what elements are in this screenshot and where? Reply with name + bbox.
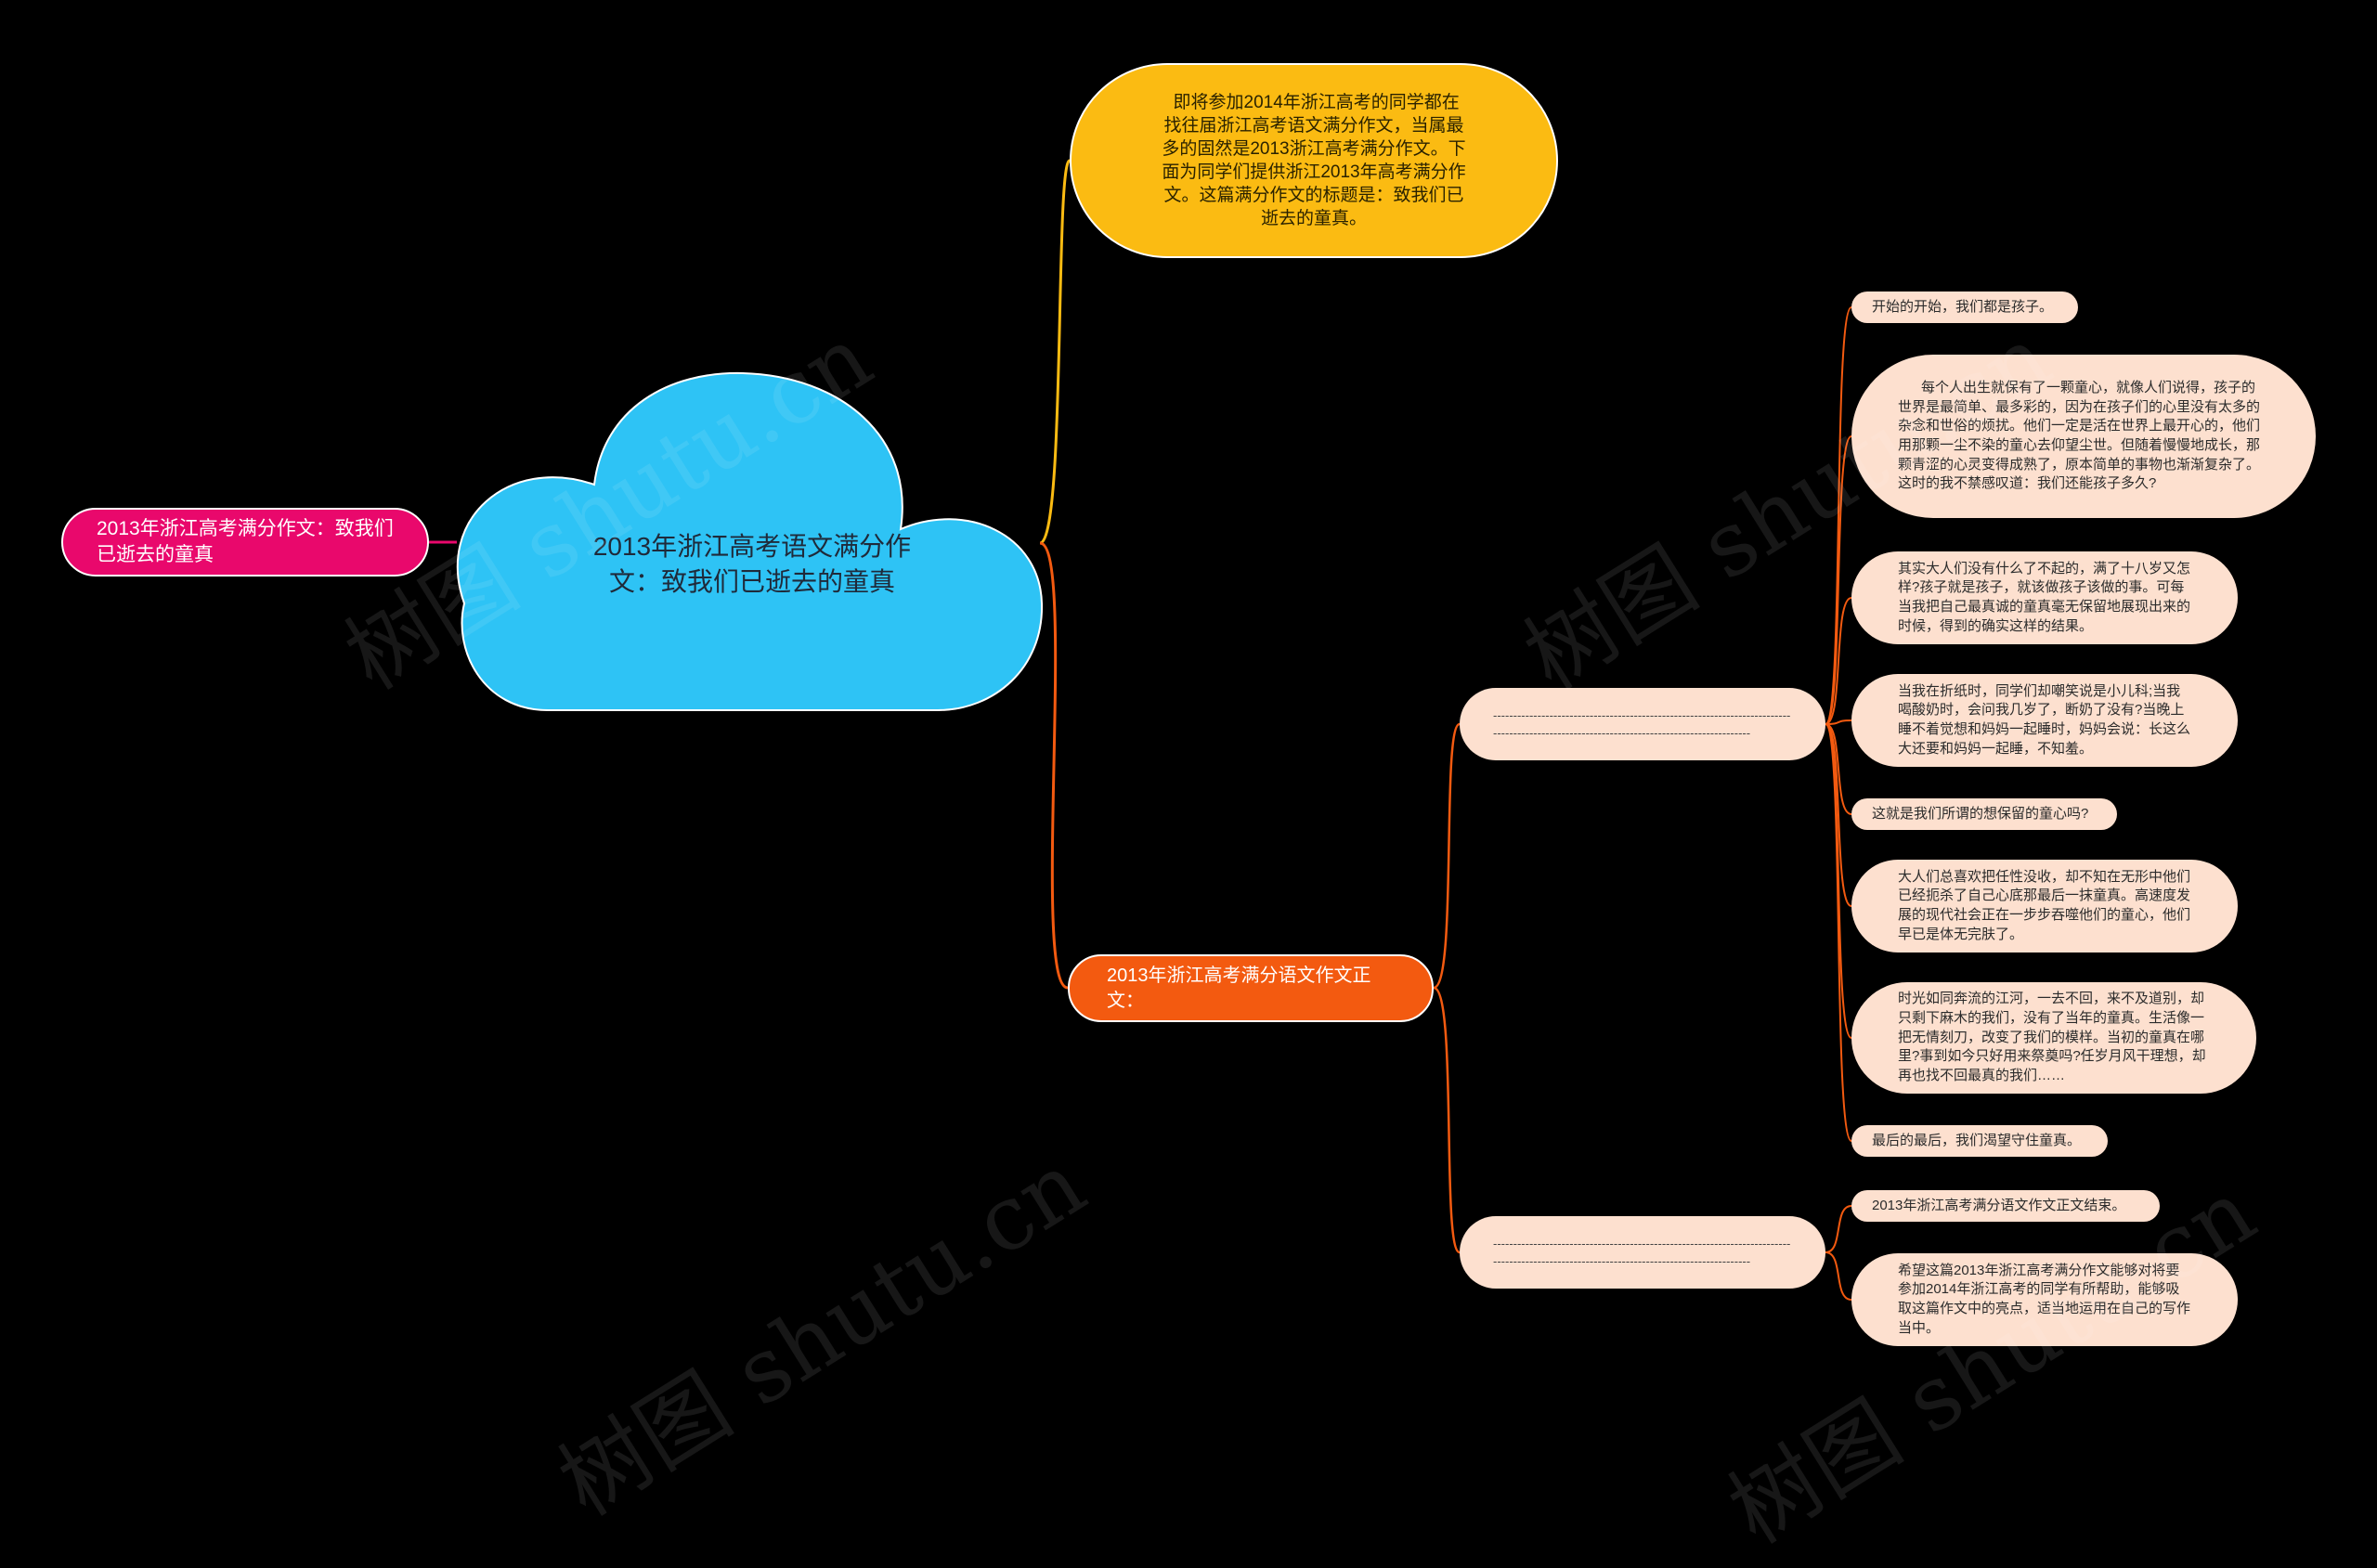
- left-topic-node[interactable]: 2013年浙江高考满分作文：致我们已逝去的童真: [61, 508, 429, 577]
- leaf-connector: [1825, 1251, 1852, 1301]
- intro-node[interactable]: 即将参加2014年浙江高考的同学都在找往届浙江高考语文满分作文，当属最多的固然是…: [1070, 63, 1558, 258]
- leaf-1-6[interactable]: 大人们总喜欢把任性没收，却不知在无形中他们已经扼杀了自己心底那最后一抹童真。高速…: [1851, 860, 2238, 952]
- dash-subtopic-2[interactable]: ----------------------------------------…: [1460, 1216, 1825, 1289]
- edge-root-intro: [1039, 159, 1072, 545]
- dash-subtopic-1[interactable]: ----------------------------------------…: [1460, 688, 1825, 760]
- leaf-1-8[interactable]: 最后的最后，我们渴望守住童真。: [1851, 1125, 2108, 1157]
- leaf-1-2[interactable]: 每个人出生就保有了一颗童心，就像人们说得，孩子的世界是最简单、最多彩的，因为在孩…: [1851, 355, 2316, 518]
- leaf-2-1[interactable]: 2013年浙江高考满分语文作文正文结束。: [1851, 1190, 2160, 1222]
- leaf-1-5[interactable]: 这就是我们所谓的想保留的童心吗?: [1851, 798, 2117, 830]
- leaf-1-4[interactable]: 当我在折纸时，同学们却嘲笑说是小儿科;当我喝酸奶时，会问我几岁了，断奶了没有?当…: [1851, 674, 2238, 767]
- leaf-connector: [1825, 723, 1852, 1142]
- leaf-connector: [1825, 719, 1852, 725]
- edge-main-dash2: [1433, 986, 1461, 1254]
- leaf-connector: [1825, 597, 1852, 725]
- leaf-1-1[interactable]: 开始的开始，我们都是孩子。: [1851, 292, 2078, 323]
- edge-main-dash1: [1433, 722, 1461, 990]
- connector-lines: [429, 159, 1852, 1301]
- leaf-2-2[interactable]: 希望这篇2013年浙江高考满分作文能够对将要参加2014年浙江高考的同学有所帮助…: [1851, 1253, 2238, 1346]
- leaf-connector: [1825, 306, 1852, 725]
- leaf-connector: [1825, 1205, 1852, 1253]
- root-topic[interactable]: 2013年浙江高考语文满分作文：致我们已逝去的童真: [592, 532, 912, 596]
- leaf-connector: [1825, 723, 1852, 815]
- leaf-1-7[interactable]: 时光如同奔流的江河，一去不回，来不及道别，却只剩下麻木的我们，没有了当年的童真。…: [1851, 982, 2256, 1094]
- edge-root-main: [1039, 541, 1069, 990]
- leaf-connector: [1825, 435, 1852, 725]
- main-topic-node[interactable]: 2013年浙江高考满分语文作文正文：: [1068, 954, 1434, 1022]
- leaf-1-3[interactable]: 其实大人们没有什么了不起的，满了十八岁又怎样?孩子就是孩子，就该做孩子该做的事。…: [1851, 551, 2238, 644]
- leaf-edges-group-1: [1825, 306, 1852, 1142]
- leaf-connector: [1825, 723, 1852, 907]
- leaf-edges-group-2: [1825, 1205, 1852, 1301]
- root-cloud-shape: [456, 371, 1044, 711]
